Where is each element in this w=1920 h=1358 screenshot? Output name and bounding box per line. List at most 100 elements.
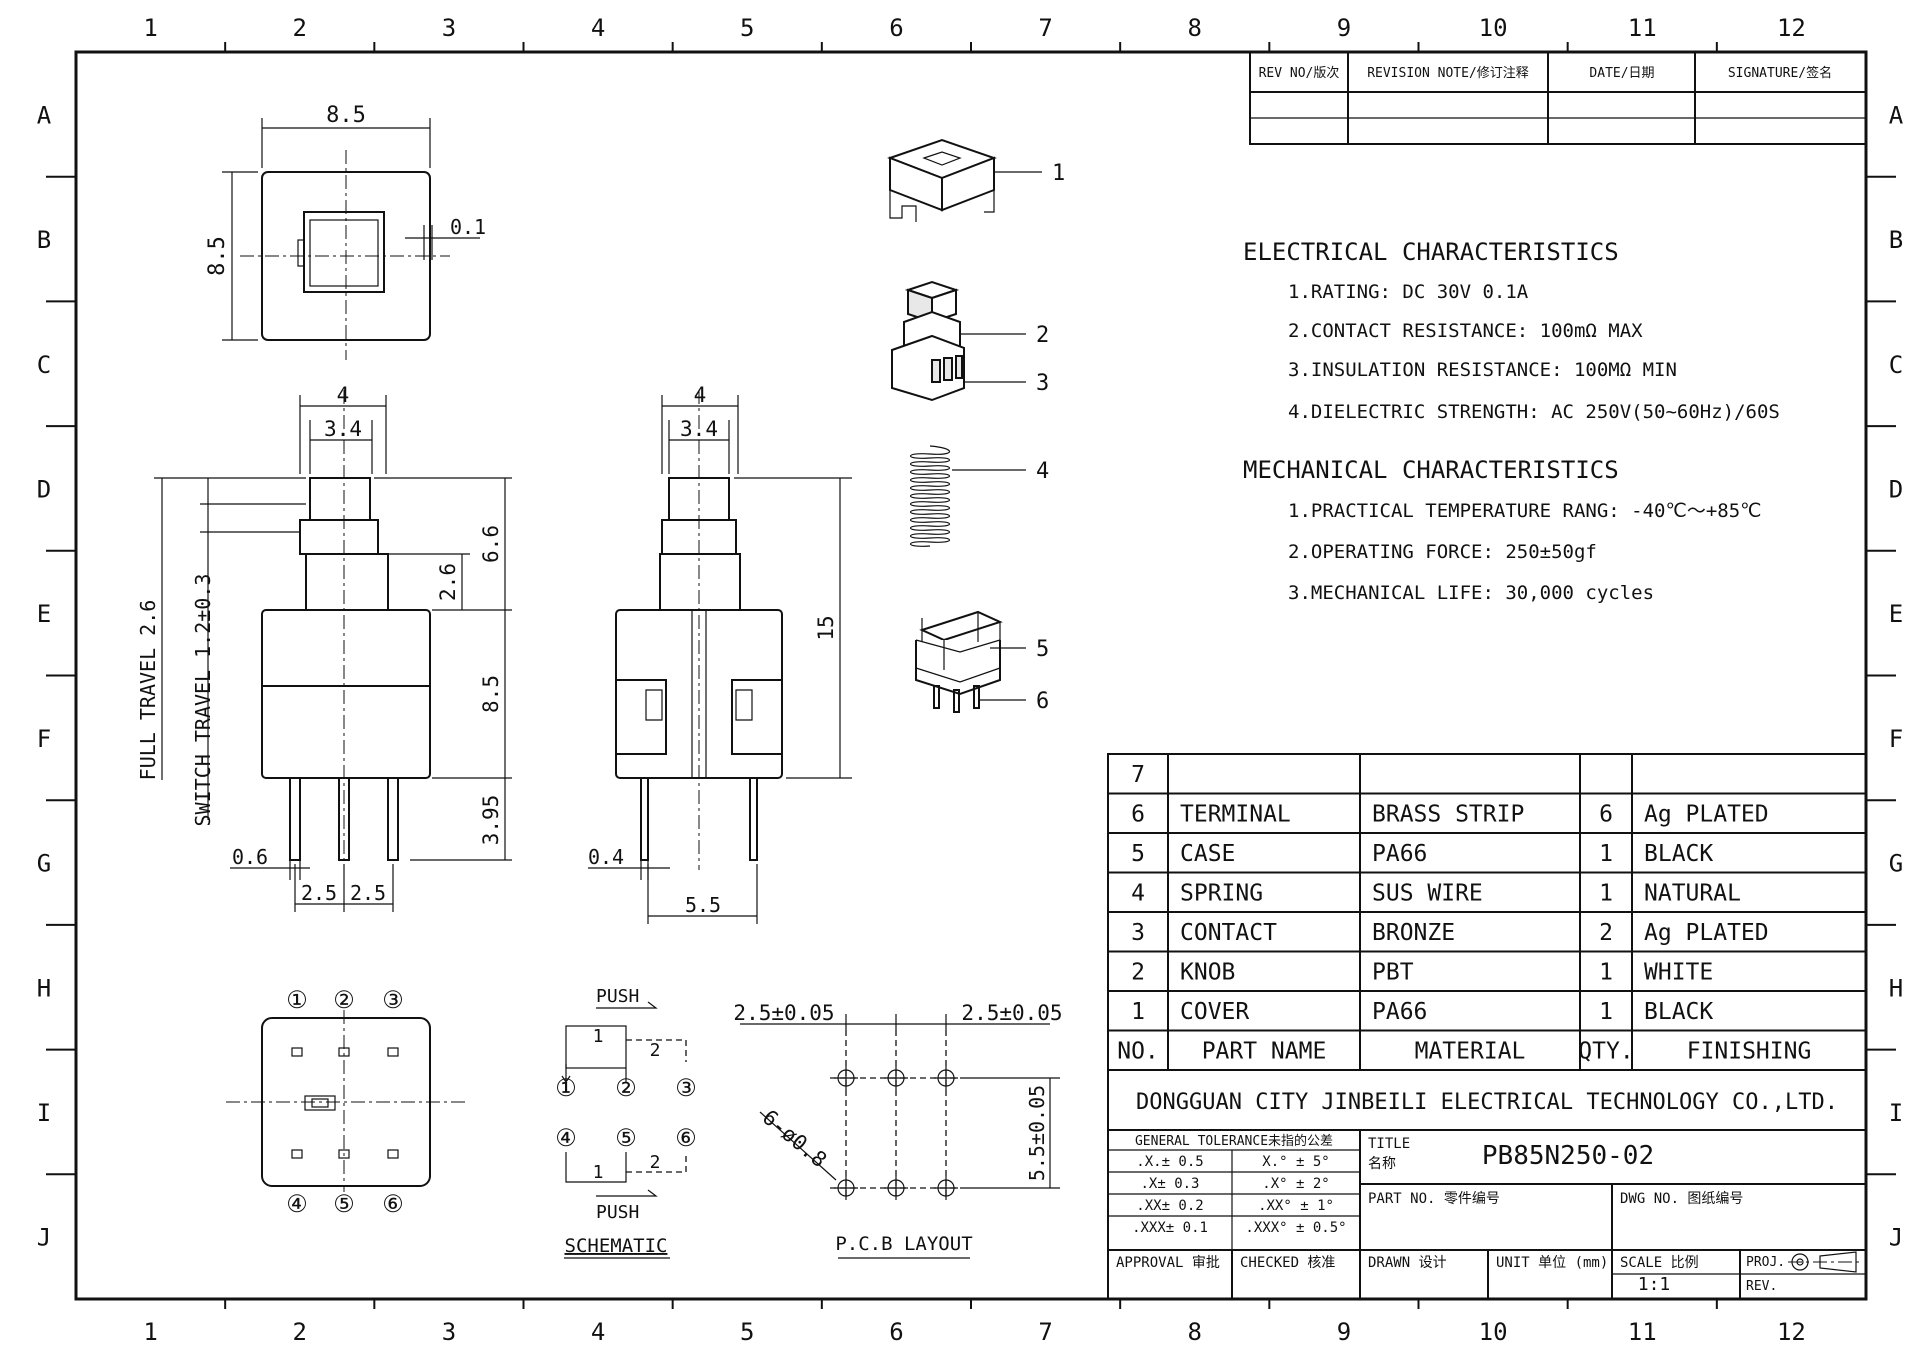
rev-label: REV. — [1746, 1279, 1777, 1294]
border-column-label: 9 — [1337, 14, 1351, 42]
border-row-label: F — [37, 725, 51, 753]
front-height-3-95: 3.95 — [479, 795, 503, 846]
schematic-label: SCHEMATIC — [565, 1235, 668, 1257]
front-width-4: 4 — [337, 383, 350, 407]
border-row-label: D — [1889, 475, 1903, 503]
border-column-label: 4 — [591, 1318, 605, 1346]
bom-no: 7 — [1131, 762, 1145, 788]
bom-finishing: BLACK — [1644, 841, 1713, 867]
front-pin-dim: 0.6 — [232, 845, 268, 869]
border-row-label: I — [37, 1099, 51, 1127]
spring-part: 4 — [909, 445, 1049, 547]
border-column-label: 6 — [889, 14, 903, 42]
rev-date-header: DATE/日期 — [1589, 66, 1654, 81]
front-height-2-6: 2.6 — [436, 563, 460, 601]
bom-qty: 1 — [1599, 881, 1613, 907]
front-pitch-2: 2.5 — [350, 881, 386, 905]
front-view: 4 3.4 6.6 2.6 8.5 3.95 FULL TRAVEL 2.6 S… — [136, 383, 512, 912]
bom-qty: 2 — [1599, 920, 1613, 946]
bottom-pin-1: ① — [286, 986, 308, 1014]
bottom-pin-6: ⑥ — [382, 1190, 404, 1218]
front-height-6-6: 6.6 — [479, 525, 503, 563]
scale-label: SCALE 比例 — [1620, 1255, 1699, 1271]
unit-label: UNIT 单位 (mm) — [1496, 1255, 1608, 1271]
bom-no: 6 — [1131, 802, 1145, 828]
border-row-label: I — [1889, 1099, 1903, 1127]
border-column-label: 8 — [1188, 1318, 1202, 1346]
mechanical-item: 3.MECHANICAL LIFE: 30,000 cycles — [1288, 582, 1654, 604]
bom-header: MATERIAL — [1415, 1039, 1526, 1065]
border-column-label: 12 — [1777, 1318, 1806, 1346]
electrical-item: 2.CONTACT RESISTANCE: 100mΩ MAX — [1288, 320, 1643, 342]
front-width-3-4: 3.4 — [324, 417, 362, 441]
schematic-pin-6: ⑥ — [675, 1124, 697, 1152]
company-name: DONGGUAN CITY JINBEILI ELECTRICAL TECHNO… — [1136, 1090, 1838, 1115]
side-width-3-4: 3.4 — [680, 417, 718, 441]
schematic-pin-5: ⑤ — [615, 1124, 637, 1152]
bottom-pin-3: ③ — [382, 986, 404, 1014]
bom-part-name: TERMINAL — [1180, 802, 1291, 828]
callout-1: 1 — [1052, 161, 1065, 186]
schematic-pin-3: ③ — [675, 1074, 697, 1102]
pcb-layout: 2.5±0.05 2.5±0.05 5.5±0.05 6-ø0.8 P.C.B … — [733, 1001, 1063, 1259]
bom-header: NO. — [1117, 1039, 1159, 1065]
rev-signature-header: SIGNATURE/签名 — [1728, 65, 1832, 81]
bom-finishing: Ag PLATED — [1644, 920, 1769, 946]
tolerance-linear: .XX± 0.2 — [1136, 1198, 1203, 1214]
knob-part: 2 3 — [891, 280, 1049, 402]
schematic-pin-1: ① — [555, 1074, 577, 1102]
border-row-label: G — [1889, 850, 1903, 878]
bom-no: 3 — [1131, 920, 1145, 946]
bottom-view: ① ② ③ ④ ⑤ ⑥ — [226, 986, 466, 1218]
bom-part-name: CASE — [1180, 841, 1235, 867]
bom-part-name: CONTACT — [1180, 920, 1277, 946]
tolerance-angular: .XXX° ± 0.5° — [1245, 1220, 1346, 1236]
side-width-4: 4 — [694, 383, 707, 407]
pcb-label: P.C.B LAYOUT — [835, 1233, 972, 1255]
border-row-label: B — [37, 226, 51, 254]
border-column-label: 3 — [442, 14, 456, 42]
proj-label: PROJ. — [1746, 1255, 1785, 1270]
bom-material: PA66 — [1372, 999, 1427, 1025]
schematic-position-1: 1 — [593, 1026, 604, 1047]
tolerance-angular: X.° ± 5° — [1262, 1154, 1329, 1170]
border-row-label: F — [1889, 725, 1903, 753]
border-row-label: B — [1889, 226, 1903, 254]
bom-finishing: WHITE — [1644, 960, 1713, 986]
bom-material: PA66 — [1372, 841, 1427, 867]
pcb-pitch-right: 2.5±0.05 — [961, 1001, 1062, 1025]
tolerance-linear: .X± 0.3 — [1140, 1176, 1199, 1192]
border-column-label: 1 — [143, 1318, 157, 1346]
pcb-holes-label: 6-ø0.8 — [758, 1105, 832, 1172]
mechanical-title: MECHANICAL CHARACTERISTICS — [1243, 456, 1619, 484]
electrical-item: 3.INSULATION RESISTANCE: 100MΩ MIN — [1288, 359, 1677, 381]
top-height-dim: 8.5 — [205, 236, 230, 276]
border-column-label: 5 — [740, 14, 754, 42]
bom-header: PART NAME — [1202, 1039, 1327, 1065]
border-column-label: 9 — [1337, 1318, 1351, 1346]
border-column-label: 5 — [740, 1318, 754, 1346]
bom-qty: 6 — [1599, 802, 1613, 828]
border-column-label: 10 — [1479, 1318, 1508, 1346]
border-column-label: 2 — [293, 14, 307, 42]
bom-finishing: NATURAL — [1644, 881, 1741, 907]
bom-material: BRASS STRIP — [1372, 802, 1524, 828]
rev-no-header: REV NO/版次 — [1259, 65, 1340, 81]
bottom-pin-5: ⑤ — [333, 1190, 355, 1218]
tolerance-angular: .X° ± 2° — [1262, 1176, 1329, 1192]
checked-label: CHECKED 核准 — [1240, 1255, 1335, 1271]
approval-label: APPROVAL 审批 — [1116, 1255, 1220, 1271]
border-row-label: D — [37, 475, 51, 503]
full-travel-dim: FULL TRAVEL 2.6 — [136, 600, 160, 781]
electrical-characteristics: ELECTRICAL CHARACTERISTICS 1.RATING: DC … — [1243, 238, 1780, 423]
tolerance-linear: .XXX± 0.1 — [1132, 1220, 1208, 1236]
rev-note-header: REVISION NOTE/修订注释 — [1367, 66, 1529, 81]
border-column-label: 7 — [1038, 14, 1052, 42]
border-row-label: H — [37, 974, 51, 1002]
border-row-label: H — [1889, 974, 1903, 1002]
front-pitch-1: 2.5 — [301, 881, 337, 905]
bom-qty: 1 — [1599, 999, 1613, 1025]
border-column-label: 2 — [293, 1318, 307, 1346]
border-column-label: 8 — [1188, 14, 1202, 42]
